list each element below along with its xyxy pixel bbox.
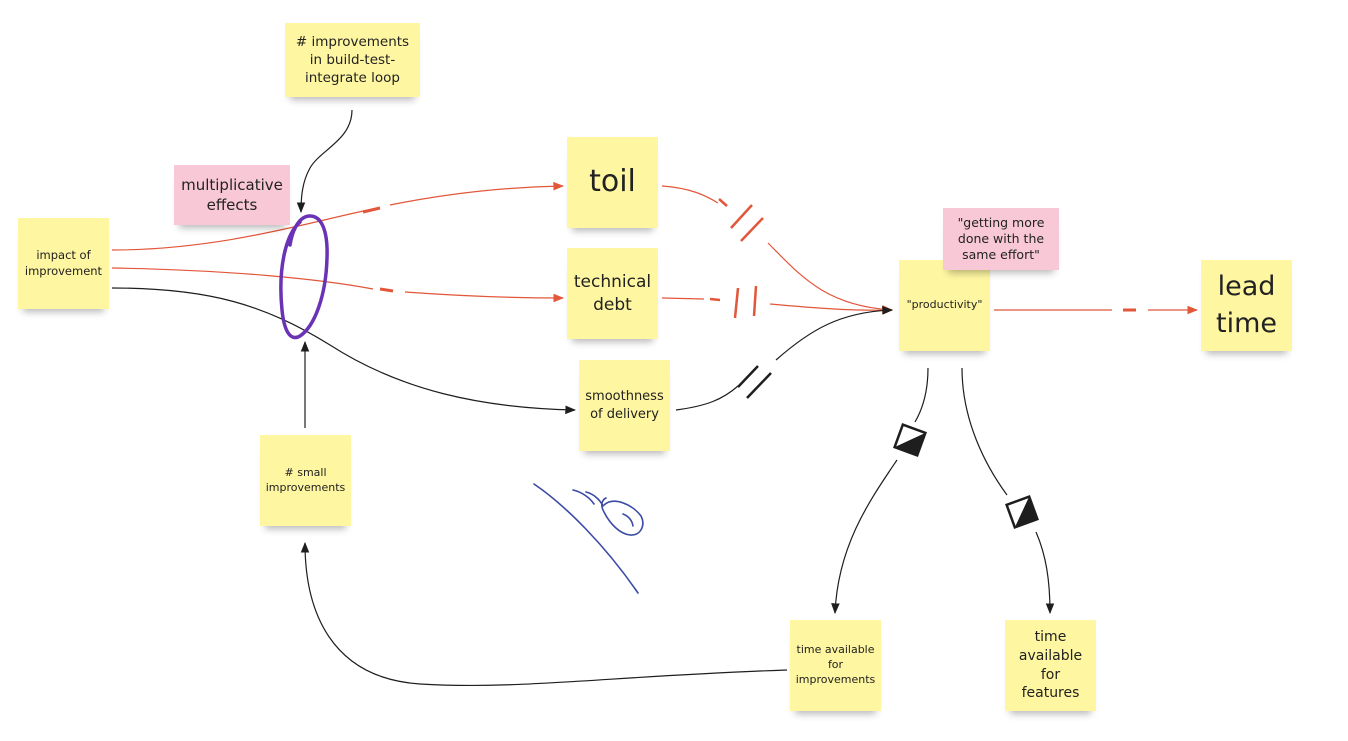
note-technical-debt[interactable]: technical debt	[567, 248, 658, 339]
arrow-impact-to-toil-end	[389, 181, 565, 206]
dash-mark	[379, 287, 394, 293]
note-multiplicative-effects-text: multiplicative effects	[181, 175, 283, 214]
note-time-for-features-text: time available for features	[1018, 628, 1083, 702]
note-smoothness-of-delivery-text: smoothness of delivery	[585, 388, 664, 422]
note-productivity-text: "productivity"	[906, 298, 983, 312]
arrow-impact-to-debt	[111, 267, 374, 290]
note-getting-more-done[interactable]: "getting more done with the same effort"	[943, 208, 1059, 270]
delay-mark	[730, 204, 764, 242]
balance-marker-right	[1005, 495, 1039, 529]
arrow-toil-to-productivity-end	[767, 242, 894, 314]
sketch-scribble-icon	[533, 483, 644, 594]
note-impact-of-improvement[interactable]: impact of improvement	[18, 218, 109, 309]
arrow-toil-to-productivity	[661, 185, 719, 204]
delay-mark	[733, 285, 758, 319]
arrow-productivity-to-time-improvements-end	[831, 459, 898, 615]
dash-mark	[709, 297, 721, 302]
arrow-debt-to-productivity-end	[769, 303, 894, 315]
note-toil[interactable]: toil	[567, 137, 658, 228]
arrow-impact-to-smoothness	[111, 287, 577, 415]
note-improvements-build-test-integrate[interactable]: # improvements in build-test- integrate …	[285, 23, 420, 97]
note-multiplicative-effects[interactable]: multiplicative effects	[174, 165, 290, 225]
multiplicative-loop-circle	[279, 214, 329, 340]
arrow-productivity-to-time-features-end	[1035, 531, 1055, 615]
note-toil-text: toil	[589, 164, 636, 200]
arrow-debt-to-productivity	[661, 297, 705, 300]
note-technical-debt-text: technical debt	[573, 271, 652, 315]
note-impact-of-improvement-text: impact of improvement	[24, 247, 103, 278]
note-getting-more-done-text: "getting more done with the same effort"	[957, 214, 1045, 263]
note-small-improvements-text: # small improvements	[265, 465, 346, 494]
note-time-for-features[interactable]: time available for features	[1005, 620, 1096, 711]
balance-marker-left	[893, 423, 927, 457]
note-time-for-improvements[interactable]: time available for improvements	[790, 620, 881, 711]
note-time-for-improvements-text: time available for improvements	[795, 643, 876, 686]
arrow-loop-to-multiplicative	[296, 109, 353, 214]
arrow-smoothness-to-productivity-end	[775, 306, 894, 361]
note-smoothness-of-delivery[interactable]: smoothness of delivery	[579, 360, 670, 451]
arrow-impact-to-debt-end	[404, 291, 565, 303]
arrow-impact-to-toil	[111, 209, 369, 251]
note-lead-time-text: lead time	[1215, 271, 1277, 339]
dash-mark	[718, 198, 728, 207]
arrow-time-improvements-to-small	[300, 541, 788, 687]
delay-mark	[737, 365, 772, 399]
arrow-smoothness-to-productivity	[675, 385, 739, 411]
note-improvements-build-test-integrate-text: # improvements in build-test- integrate …	[295, 33, 410, 87]
note-lead-time[interactable]: lead time	[1201, 260, 1292, 351]
note-productivity[interactable]: "productivity"	[899, 260, 990, 351]
note-small-improvements[interactable]: # small improvements	[260, 435, 351, 526]
arrow-productivity-to-time-features	[961, 367, 1008, 496]
dash-mark	[362, 206, 381, 214]
arrow-productivity-to-time-improvements	[914, 367, 929, 423]
